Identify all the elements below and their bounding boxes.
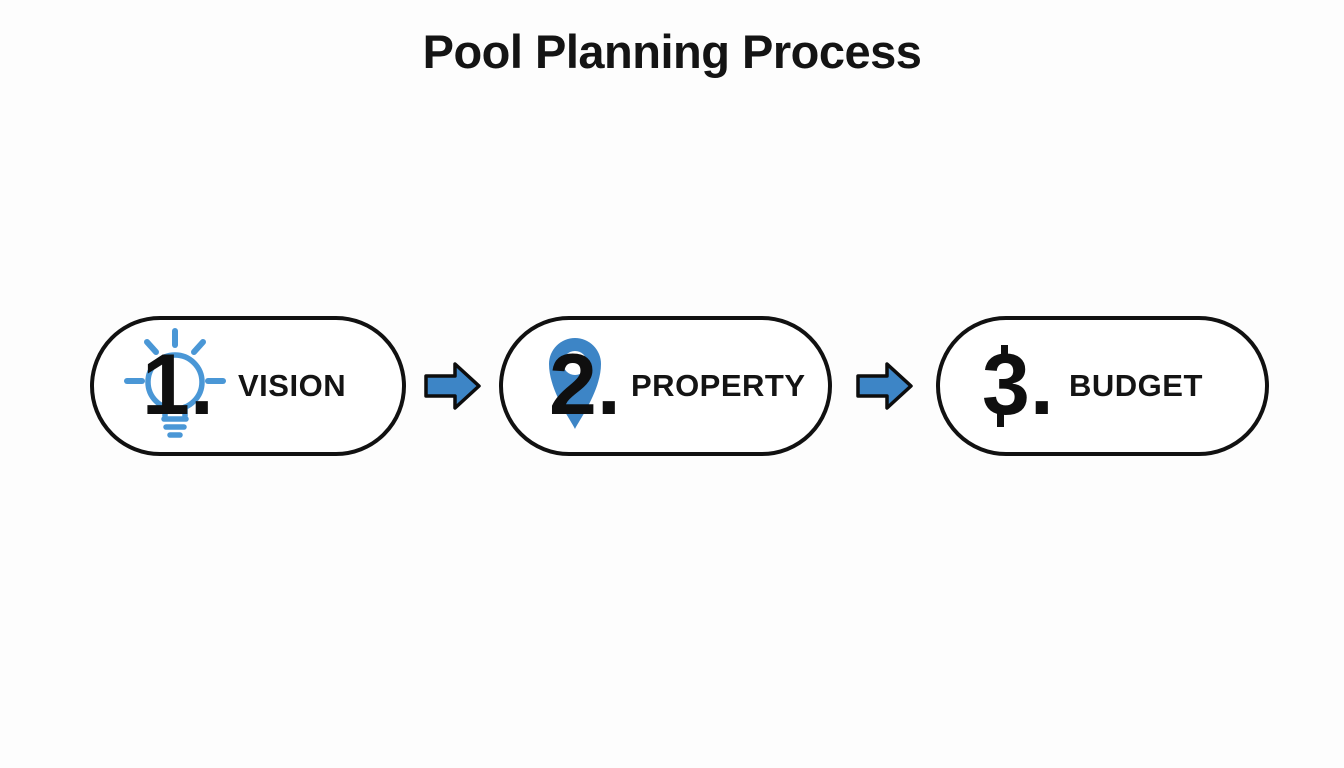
step-number: 3. (982, 337, 1054, 433)
map-pin-icon: 2. (541, 324, 627, 448)
step-pill-vision: 1. VISION (90, 316, 406, 456)
dollar-bar-bottom (997, 411, 1004, 427)
step-label: BUDGET (1069, 368, 1203, 403)
dollar-sign-icon: 3. (982, 324, 1060, 448)
step-pill-property: 2. PROPERTY (499, 316, 832, 456)
step-number: 1. (142, 337, 214, 433)
step-number: 2. (549, 337, 621, 433)
arrow-right-icon (424, 362, 481, 410)
step-label: VISION (238, 368, 347, 403)
diagram-title: Pool Planning Process (422, 25, 922, 78)
step-label: PROPERTY (631, 368, 806, 403)
arrow-right-icon (856, 362, 913, 410)
process-flow: 1. VISION 2. PROPERTY (90, 316, 1269, 456)
dollar-bar-top (1001, 345, 1008, 362)
step-pill-budget: 3. BUDGET (936, 316, 1269, 456)
lightbulb-icon: 1. (122, 324, 234, 448)
